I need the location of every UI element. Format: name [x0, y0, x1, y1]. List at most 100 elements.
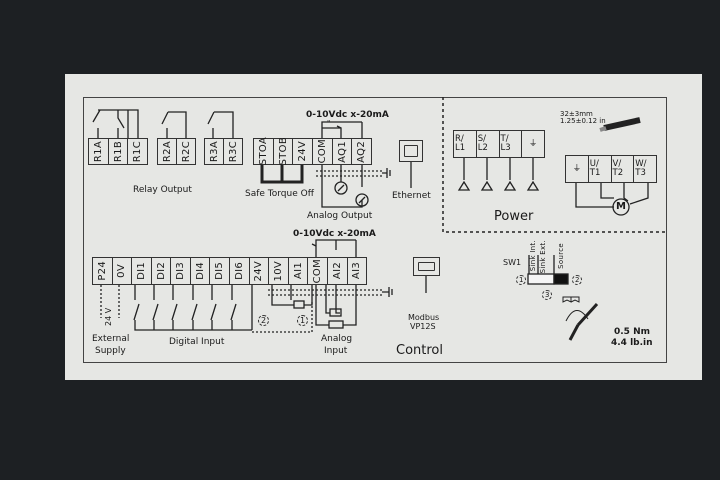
- terminal: R3A: [205, 139, 224, 164]
- motor-icon: [612, 198, 630, 216]
- sw-sink-ext: Sink Ext.: [539, 240, 547, 274]
- terminal: U/ T1: [589, 156, 612, 182]
- terminal: R2A: [158, 139, 177, 164]
- terminal-label: 24V: [297, 141, 309, 162]
- terminal: DI4: [191, 258, 211, 284]
- terminal-label: 0V: [116, 264, 128, 278]
- marker-2: 2: [258, 315, 270, 326]
- sto-jumper: [260, 165, 304, 184]
- ethernet-label: Ethernet: [392, 191, 431, 201]
- terminal: R/ L1: [454, 131, 477, 157]
- terminal-label: R3C: [227, 140, 239, 163]
- terminal-label: COM: [316, 139, 328, 164]
- meter-icon-2: [355, 193, 369, 207]
- relay-2-terminals: R2A R2C: [157, 138, 196, 165]
- relay-2-contacts: [161, 111, 187, 138]
- terminal: P24: [93, 258, 113, 284]
- terminal-label: AQ2: [356, 140, 368, 163]
- power-section-border: [442, 97, 667, 233]
- analog-output-range-bracket: [321, 121, 363, 138]
- terminal-label: W/ T3: [635, 159, 647, 178]
- terminal-label: DI6: [233, 262, 245, 280]
- terminal: DI5: [210, 258, 231, 284]
- terminal-label: T/ L3: [500, 134, 511, 153]
- analog-label: Analog: [321, 334, 353, 344]
- terminal: R1C: [128, 139, 147, 164]
- terminal-label: P24: [96, 261, 108, 281]
- terminal-label: ⏚: [572, 163, 582, 174]
- power-label: Power: [494, 209, 534, 224]
- terminal-label: R3A: [208, 140, 220, 163]
- modbus-label: Modbus: [408, 313, 440, 322]
- torque-nm: 0.5 Nm: [614, 327, 650, 337]
- terminal-label: AQ1: [336, 140, 348, 163]
- terminal: AI1: [289, 258, 309, 284]
- terminal-label: R2C: [180, 140, 192, 163]
- terminal: AI2: [328, 258, 348, 284]
- terminal: W/ T3: [634, 156, 656, 182]
- terminal-label: DI2: [155, 262, 167, 280]
- terminal: R2C: [177, 139, 195, 164]
- terminal: 24V: [250, 258, 270, 284]
- terminal-label: R1C: [132, 140, 144, 163]
- input-label: Input: [324, 346, 348, 356]
- terminal-label: STOA: [257, 137, 269, 166]
- sw-sink-int: Sink Int.: [529, 240, 537, 272]
- power-input-arrows: [457, 180, 540, 191]
- sw-source: Source: [557, 243, 565, 269]
- terminal: R3C: [224, 139, 242, 164]
- terminal-label: R/ L1: [455, 134, 466, 153]
- supply-label: Supply: [95, 346, 126, 356]
- strip-length-mm: 32±3mm: [560, 110, 593, 118]
- terminal-label: V/ T2: [612, 159, 624, 178]
- terminal-label: COM: [312, 258, 324, 284]
- terminal: R1B: [109, 139, 129, 164]
- terminal-label: AI2: [331, 262, 343, 280]
- supply-voltage: 24 V: [104, 307, 113, 326]
- digital-input-label: Digital Input: [169, 337, 225, 347]
- terminal: AQ1: [333, 139, 353, 164]
- terminal: DI2: [152, 258, 172, 284]
- terminal: 24V: [293, 139, 314, 164]
- relay-3-contacts: [207, 111, 234, 138]
- terminal: COM: [308, 258, 328, 284]
- terminal-label: DI4: [194, 262, 206, 280]
- control-label: Control: [396, 343, 443, 358]
- terminal: ⏚: [522, 131, 544, 157]
- terminal: S/ L2: [477, 131, 500, 157]
- analog-input-range: 0-10Vdc x-20mA: [293, 229, 376, 239]
- potentiometer-icon: [293, 300, 305, 309]
- relay-3-terminals: R3A R3C: [204, 138, 243, 165]
- terminal-label: R1B: [112, 140, 124, 163]
- modbus-port-icon: [413, 257, 440, 276]
- motor-label: M: [616, 201, 626, 212]
- terminal: 10V: [269, 258, 289, 284]
- resistor-icon-ai2: [329, 308, 342, 317]
- terminal-label: R2A: [161, 140, 173, 163]
- terminal: DI6: [230, 258, 250, 284]
- range-quote: ": [327, 119, 331, 127]
- ground-icon-ai: [382, 287, 393, 297]
- torque-lbin: 4.4 lb.in: [611, 338, 653, 348]
- screwdriver-icon: [568, 302, 599, 341]
- ground-icon-ao: [382, 168, 391, 178]
- sw-marker-3: 3: [542, 290, 553, 300]
- sw-marker-1: 1: [516, 275, 527, 285]
- terminal-label: STOB: [277, 137, 289, 166]
- modbus-model: VP12S: [410, 322, 436, 331]
- manual-book-icon: [562, 296, 580, 303]
- shield-cable: [316, 170, 382, 177]
- terminal-label: 10V: [272, 260, 284, 282]
- terminal: AI3: [348, 258, 367, 284]
- ethernet-port-icon: [399, 140, 423, 162]
- wiring-label: [65, 74, 702, 380]
- terminal: R1A: [89, 139, 109, 164]
- terminal-label: AI1: [292, 262, 304, 280]
- terminal: ⏚: [566, 156, 589, 182]
- terminal-label: DI5: [214, 262, 226, 280]
- sw1-label: SW1: [503, 258, 522, 267]
